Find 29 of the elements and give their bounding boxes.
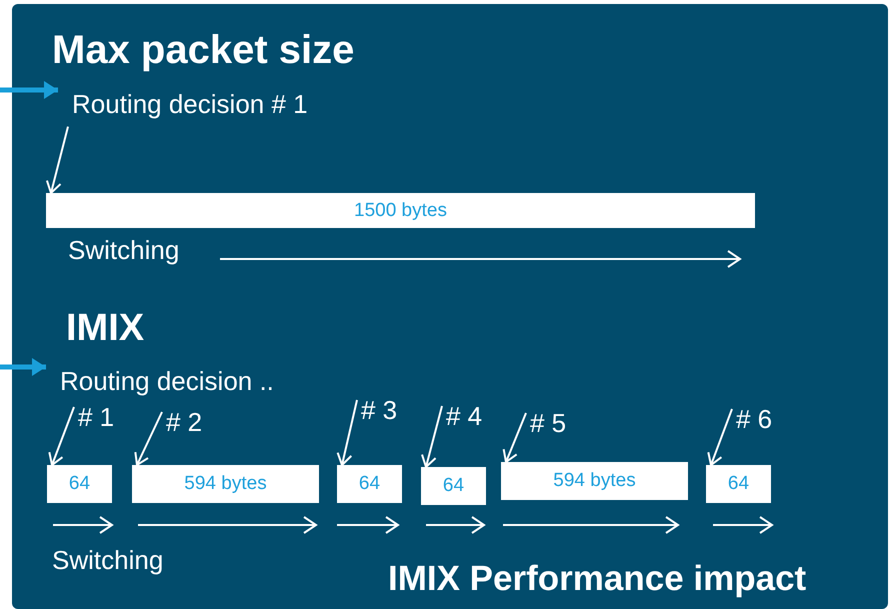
leader-arrow [336, 400, 358, 466]
leader-arrow [46, 126, 69, 194]
leader-arrow [48, 406, 75, 466]
packet-box: 64 [47, 465, 112, 503]
leader-arrow [707, 408, 733, 466]
decision-label: # 6 [736, 405, 772, 434]
title: IMIX Performance impact [388, 560, 806, 598]
packet-box: 64 [421, 467, 486, 505]
decision-label: # 5 [530, 409, 566, 438]
decision-label: Routing decision # 1 [72, 90, 308, 119]
decision-label: # 1 [78, 403, 114, 432]
heading: IMIX [66, 308, 144, 350]
leader-arrow [421, 406, 443, 468]
packet-box: 64 [337, 465, 402, 503]
packet-box: 594 bytes [501, 462, 688, 500]
decision-label: Routing decision .. [60, 367, 274, 396]
packet-box: 64 [706, 465, 771, 503]
decision-label: # 3 [361, 396, 398, 425]
packet-box: 594 bytes [132, 465, 319, 503]
decision-label: # 2 [166, 408, 202, 437]
decision-label: # 4 [446, 402, 482, 431]
heading: Max packet size [52, 28, 354, 72]
row-label: Switching [52, 546, 164, 575]
pointer-arrow [0, 358, 46, 376]
row-label: Switching [68, 236, 180, 265]
packet-box: 1500 bytes [46, 193, 755, 228]
pointer-arrow [0, 81, 58, 99]
leader-arrow [134, 412, 163, 466]
leader-arrow [502, 412, 527, 463]
